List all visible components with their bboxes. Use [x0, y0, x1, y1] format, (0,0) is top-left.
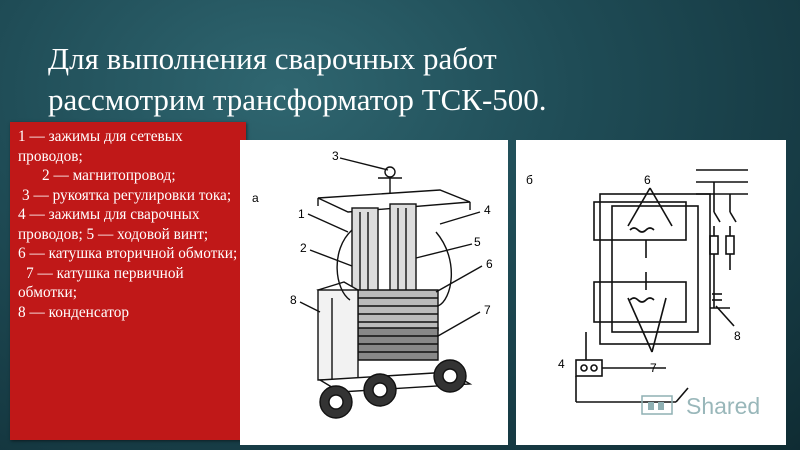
legend-item-2: 2 — магнитопровод; — [42, 167, 176, 184]
legend-item-7: 8 — конденсатор — [18, 303, 129, 321]
transformer-drawing: а 1 2 3 4 5 6 7 8 — [252, 149, 493, 419]
legend-item-6: 7 — катушка первичной обмотки; — [18, 264, 184, 302]
schematic-drawing: б 6 4 7 8 — [526, 169, 748, 403]
callout-6: 6 — [486, 257, 493, 271]
legend-item-5: 6 — катушка вторичной обмотки; — [18, 245, 238, 262]
legend-box: 1 — зажимы для сетевых проводов; 2 — маг… — [10, 122, 246, 440]
title-line-1: Для выполнения сварочных работ — [48, 41, 497, 76]
legend-item-4: 4 — зажимы для сварочных проводов; 5 — х… — [18, 206, 209, 243]
callout-3: 3 — [332, 149, 339, 163]
slide-title: Для выполнения сварочных работ рассмотри… — [48, 38, 768, 120]
callout-1: 1 — [298, 207, 305, 221]
callout-8: 8 — [290, 293, 297, 307]
callout-b-6: 6 — [644, 173, 651, 187]
watermark-text: Shared — [686, 393, 761, 419]
callout-2: 2 — [300, 241, 307, 255]
figure-a-label: а — [252, 191, 259, 205]
callout-5: 5 — [474, 235, 481, 249]
callout-b-4: 4 — [558, 357, 565, 371]
figure-b-label: б — [526, 173, 533, 187]
legend-item-1: 1 — зажимы для сетевых проводов; — [18, 128, 183, 165]
slideshare-logo-icon — [640, 394, 678, 420]
transformer-illustration: а 1 2 3 4 5 6 7 8 — [240, 140, 508, 445]
callout-7: 7 — [484, 303, 491, 317]
legend-item-3: 3 — рукоятка регулировки тока; — [22, 186, 232, 204]
callout-b-7: 7 — [650, 361, 657, 375]
callout-4: 4 — [484, 203, 491, 217]
title-line-2: рассмотрим трансформатор ТСК-500. — [48, 82, 547, 117]
callout-b-8: 8 — [734, 329, 741, 343]
circuit-diagram: б 6 4 7 8 — [516, 140, 786, 445]
